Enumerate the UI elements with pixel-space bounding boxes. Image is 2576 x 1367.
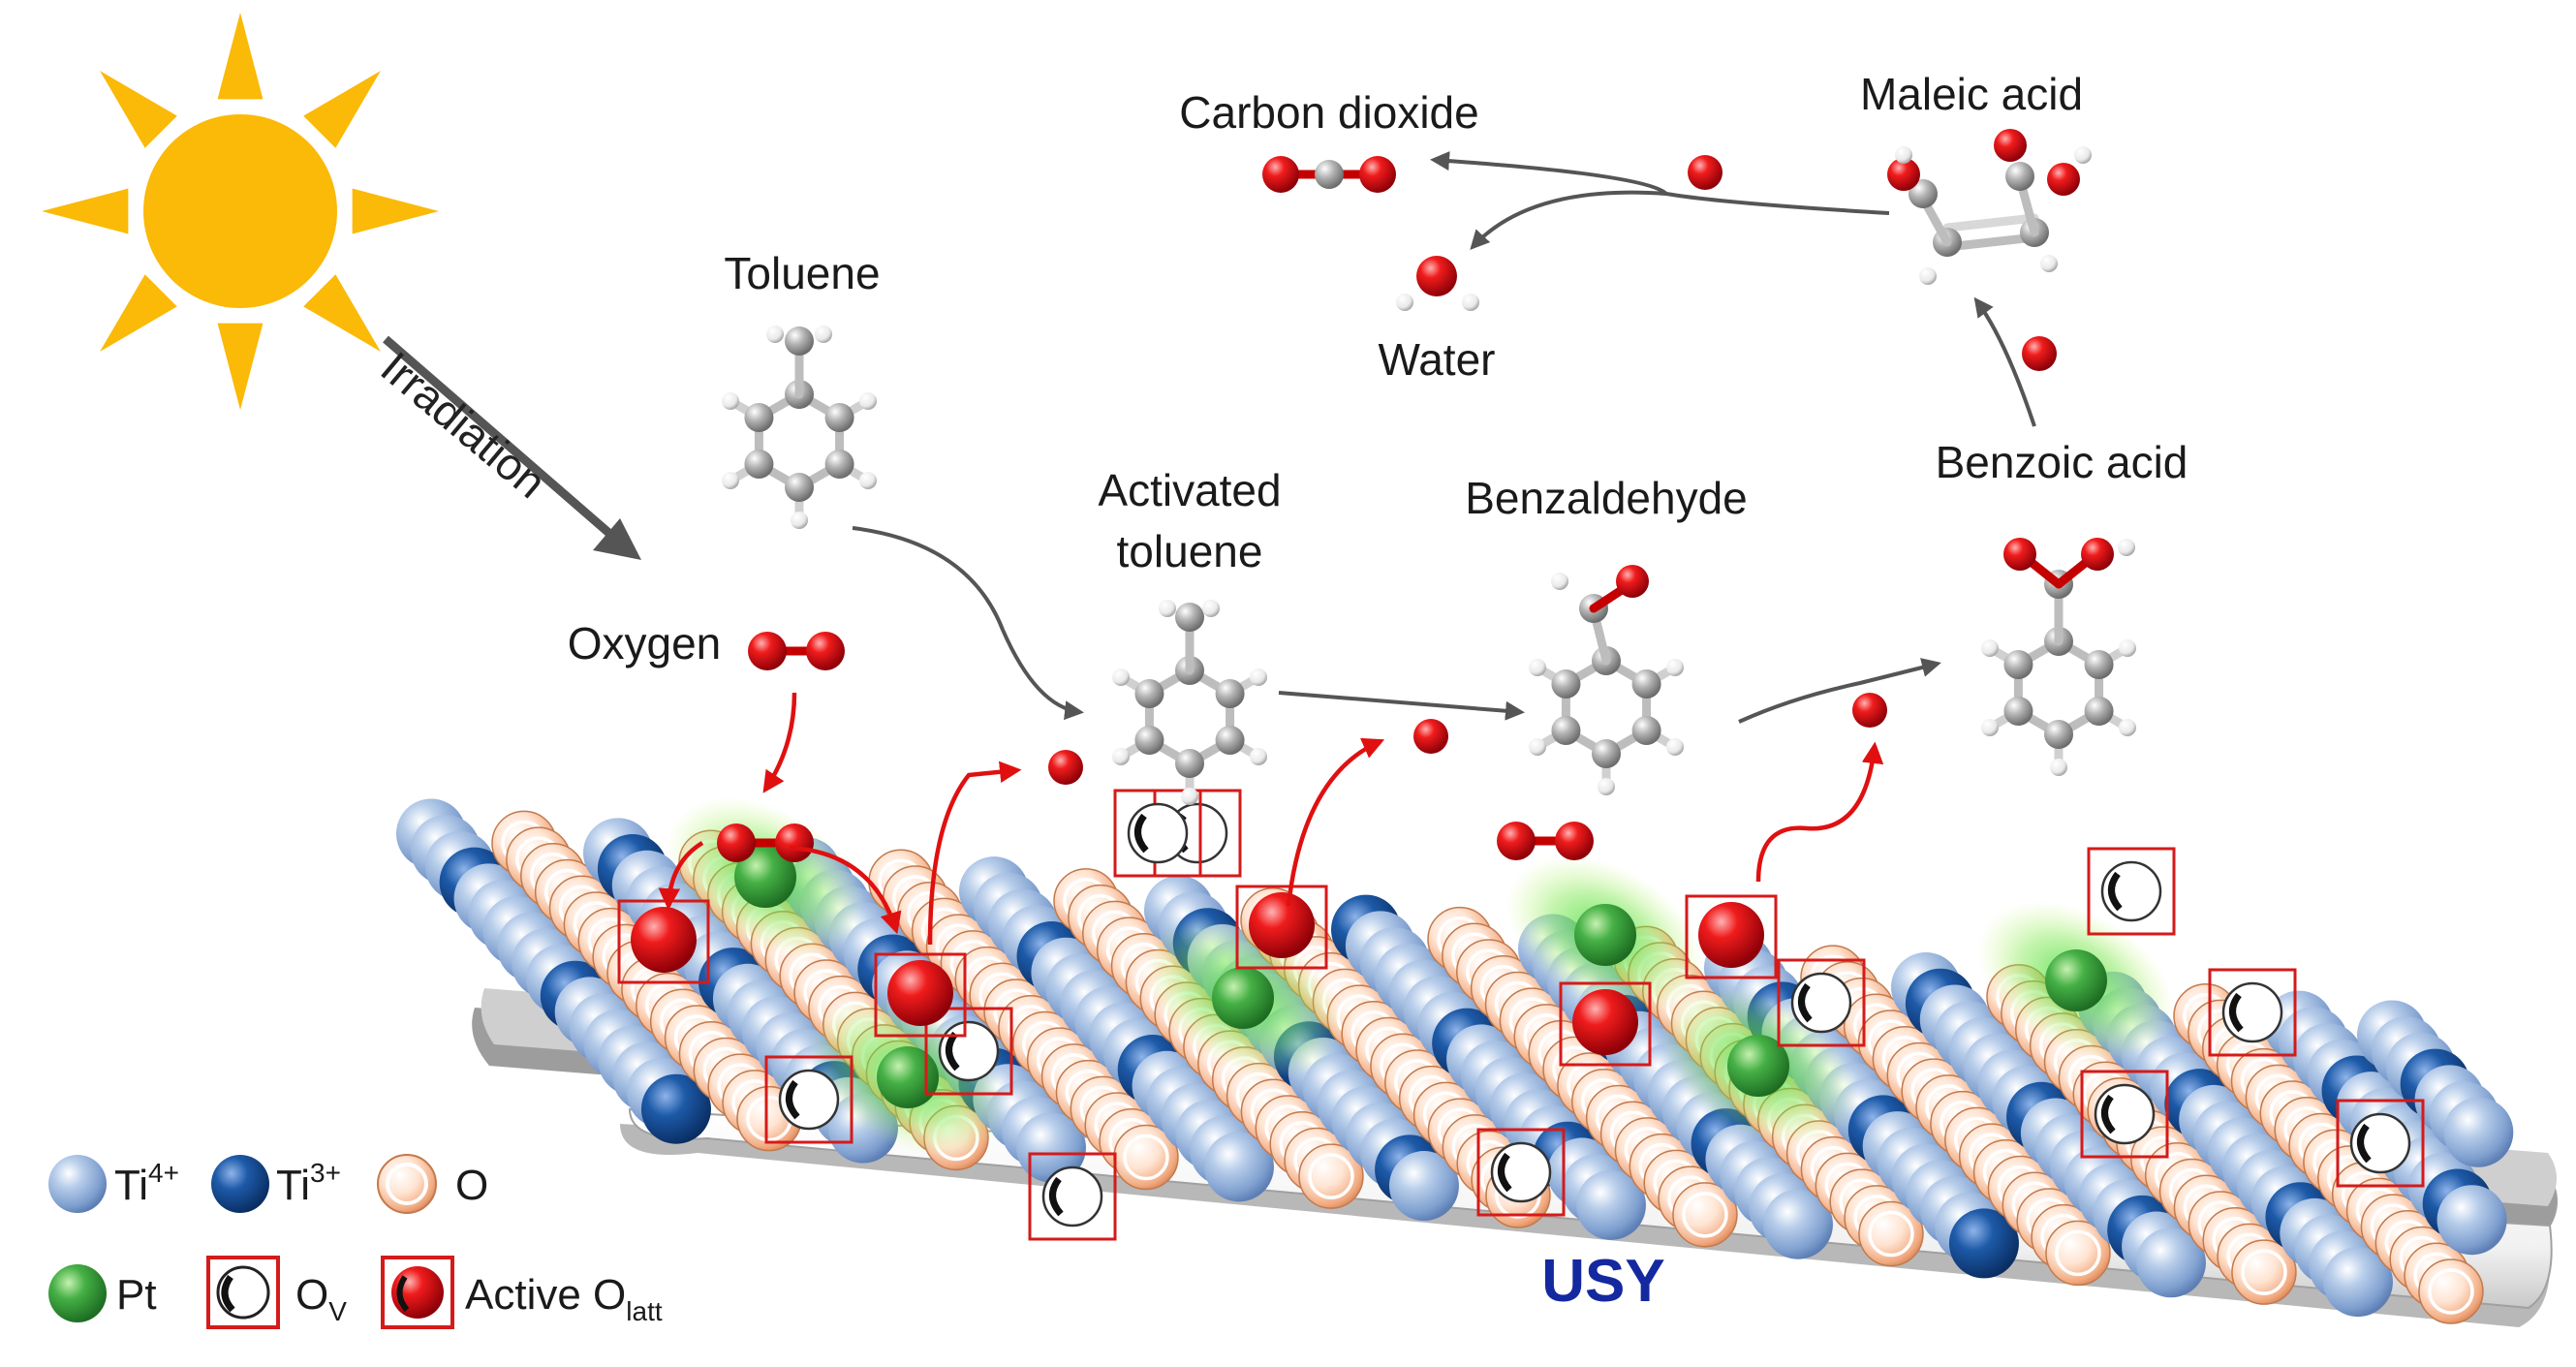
water-label: Water: [1379, 334, 1496, 385]
pt-atom: [2045, 949, 2107, 1011]
maleic-acid-label: Maleic acid: [1860, 69, 2083, 119]
oxygen-vacancy: [1777, 958, 1866, 1047]
oxygen-vacancy: [764, 1055, 853, 1144]
oxygen-transfer-arrows: [658, 692, 1884, 946]
legend-item-ti4: Ti4+: [48, 1155, 179, 1213]
legend-item-ti3: Ti3+: [211, 1155, 341, 1213]
toluene-label: Toluene: [724, 248, 880, 298]
svg-text:Ti3+: Ti3+: [276, 1158, 341, 1209]
irradiation-arrow: [383, 335, 641, 560]
active-lattice-oxygen: [1685, 894, 1778, 979]
svg-text:O: O: [455, 1162, 488, 1209]
reaction-pathway-arrows: [852, 151, 2036, 724]
irradiation-label: Irradiation: [372, 342, 556, 508]
tio2-lattice: [396, 789, 2514, 1324]
oxygen-vacancy: [2080, 1070, 2169, 1159]
oxygen-vacancy: [1028, 1152, 1117, 1241]
ti-row: [1891, 952, 2206, 1298]
adsorbed-oxygen-molecule: [1497, 822, 1594, 860]
ti-row: [959, 856, 1274, 1202]
molecule-labels: Toluene Oxygen Activated toluene Benzald…: [568, 69, 2188, 668]
active-lattice-oxygen: [1559, 981, 1652, 1067]
svg-text:Ti4+: Ti4+: [114, 1158, 179, 1209]
legend-item-ov: OV: [206, 1256, 347, 1329]
activated-toluene-molecule: [1111, 600, 1268, 805]
pt-atom: [1212, 967, 1274, 1029]
pt-atom: [734, 846, 796, 908]
legend-item-active-olatt: Active Olatt: [381, 1256, 663, 1329]
oxygen-vacancy: [2208, 968, 2297, 1057]
o-row: [1427, 906, 1738, 1248]
legend: Ti4+ Ti3+ O Pt OV Active Olatt: [48, 1154, 663, 1329]
oxygen-label: Oxygen: [568, 618, 722, 668]
carbon-dioxide-label: Carbon dioxide: [1179, 87, 1478, 138]
benzaldehyde-label: Benzaldehyde: [1465, 473, 1748, 523]
benzoic-acid-molecule: [1980, 538, 2137, 776]
active-lattice-oxygen: [874, 952, 967, 1038]
dissociating-oxygen-molecule: [717, 823, 814, 862]
oxygen-atom: [1852, 693, 1887, 728]
maleic-acid-molecule: [1887, 129, 2092, 285]
molecules: [717, 129, 2137, 862]
svg-text:Pt: Pt: [116, 1271, 157, 1319]
oxygen-vacancy: [2336, 1099, 2425, 1188]
oxygen-molecule: [748, 632, 845, 670]
water-molecule: [1396, 256, 1479, 311]
benzaldehyde-molecule: [1528, 565, 1685, 795]
oxygen-atom: [2022, 336, 2057, 371]
oxygen-vacancy: [1476, 1128, 1566, 1217]
o-row: [868, 849, 1179, 1191]
oxygen-atom: [1413, 719, 1448, 754]
carbon-dioxide-molecule: [1262, 156, 1396, 193]
svg-text:Active Olatt: Active Olatt: [465, 1271, 663, 1326]
oxygen-vacancy: [2087, 847, 2176, 936]
oxygen-vacancy: [1113, 789, 1202, 878]
ti-row: [396, 798, 711, 1144]
benzoic-acid-label: Benzoic acid: [1936, 437, 2188, 487]
sun-icon: [42, 13, 439, 410]
svg-text:OV: OV: [295, 1271, 347, 1326]
legend-item-o: O: [377, 1154, 488, 1214]
pt-atom: [1574, 904, 1636, 966]
toluene-molecule: [721, 326, 878, 529]
oxygen-atom: [1048, 750, 1083, 785]
pt-atom: [877, 1046, 939, 1108]
oxygen-atom: [1688, 155, 1723, 190]
pt-atom: [1727, 1035, 1789, 1097]
ti-row: [2357, 1000, 2514, 1167]
legend-item-pt: Pt: [48, 1264, 157, 1322]
usy-label: USY: [1541, 1248, 1664, 1315]
activated-toluene-label-1: Activated: [1098, 465, 1281, 515]
activated-toluene-label-2: toluene: [1117, 526, 1263, 576]
active-lattice-oxygen: [1235, 885, 1328, 970]
